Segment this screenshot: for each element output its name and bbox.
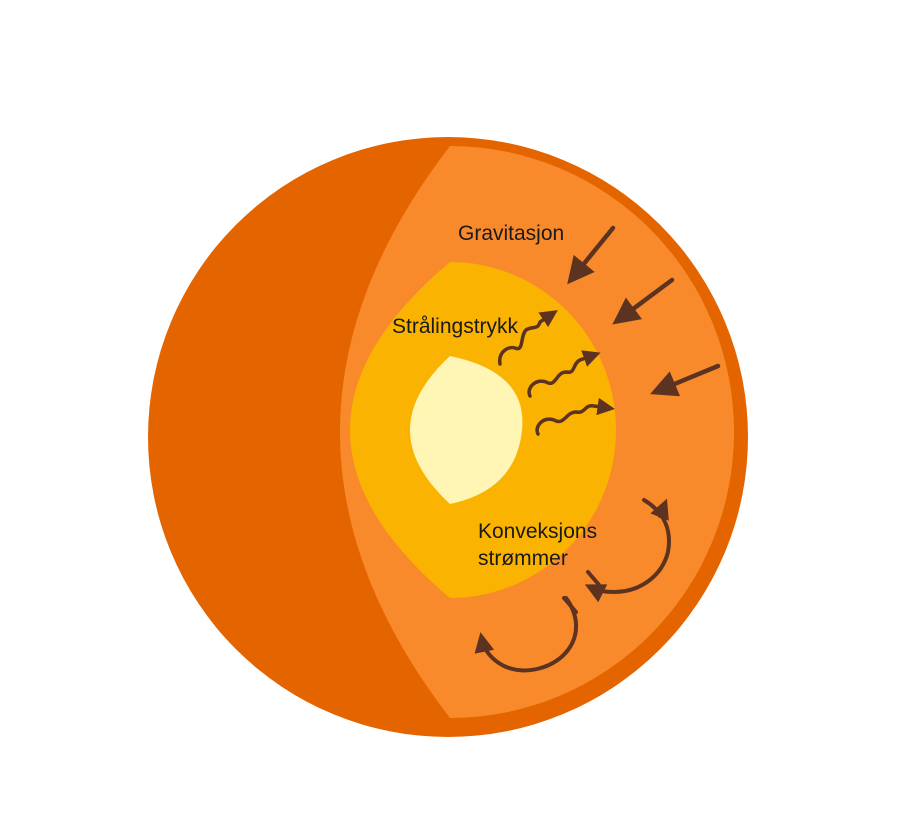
wavy-arrow-icon [498,310,558,366]
convection-arrows [474,498,671,673]
convection-loop-icon [474,596,578,673]
radiation-label: Strålingstrykk [392,315,519,338]
convection-loop-icon [650,498,669,521]
convection-label-line1: Konveksjons [478,520,597,543]
gravity-arrow-icon [612,277,675,325]
gravity-arrow-icon [567,225,616,285]
convection-loop-icon [584,498,671,603]
core [410,356,523,504]
wavy-arrow-icon [527,350,601,398]
gravity-label: Gravitasjon [458,222,564,245]
convection-label: Konveksjons strømmer [478,520,603,570]
convection-loop-icon [586,570,602,588]
wavy-arrow-icon [535,397,615,436]
radiation-arrows [498,310,615,436]
convection-loop-icon [562,596,578,614]
gravity-arrow-icon [650,363,721,397]
convection-label-line2: strømmer [478,547,568,570]
gravity-arrows [567,225,721,397]
